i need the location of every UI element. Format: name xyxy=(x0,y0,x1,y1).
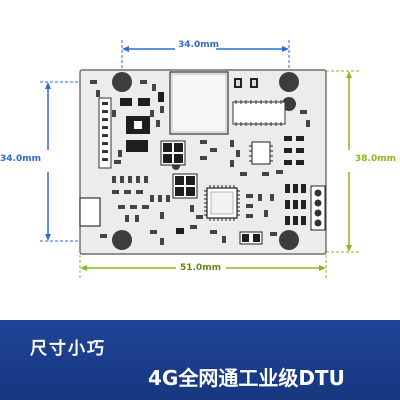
terminal-connector xyxy=(310,185,326,231)
bottom-dimension-label: 51.0mm xyxy=(180,263,221,273)
mounting-hole xyxy=(279,72,299,92)
mounting-hole xyxy=(112,72,132,92)
right-dimension xyxy=(326,70,360,253)
module-shield xyxy=(169,71,229,135)
pcb-dimension-diagram: 34.0mm 34.0mm 38.0mm 51.0mm xyxy=(0,40,396,280)
pcb-board xyxy=(79,69,327,255)
bottom-dimension xyxy=(79,255,327,280)
left-dimension-label: 34.0mm xyxy=(0,154,41,164)
left-dimension xyxy=(40,81,80,242)
diagram-svg xyxy=(40,40,360,280)
banner-right-text: 4G全网通工业级DTU xyxy=(148,366,345,390)
left-connector xyxy=(98,97,112,169)
mounting-hole xyxy=(279,230,299,250)
top-dimension-label: 34.0mm xyxy=(178,40,219,50)
bottom-banner xyxy=(0,320,400,400)
right-dimension-label: 38.0mm xyxy=(355,154,396,164)
top-dimension xyxy=(121,40,290,68)
ic-chip xyxy=(232,101,286,125)
side-connector xyxy=(79,197,101,227)
banner-left-text: 尺寸小巧 xyxy=(30,339,106,359)
mounting-hole xyxy=(112,230,132,250)
